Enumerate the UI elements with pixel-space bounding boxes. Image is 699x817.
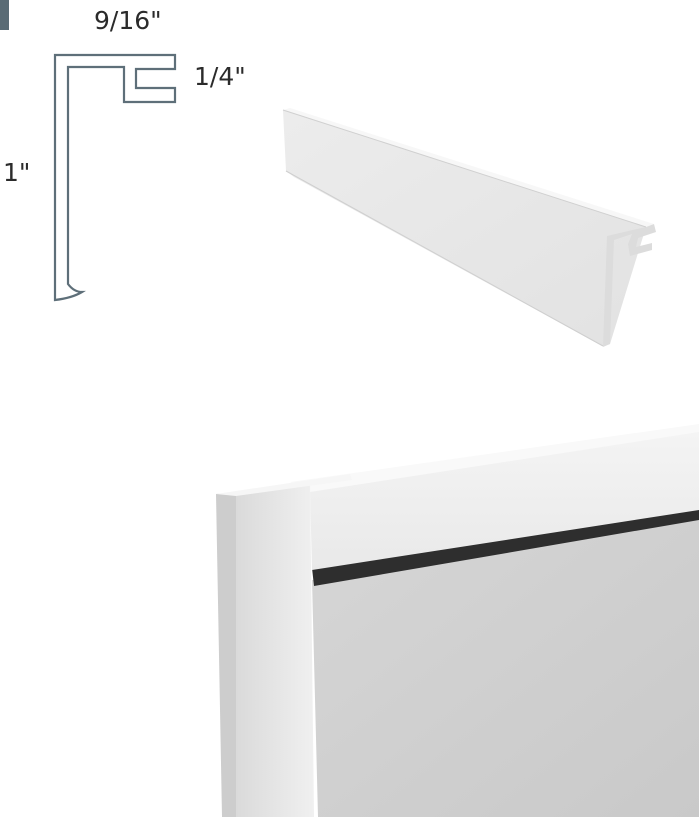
trim-front-face (283, 110, 646, 346)
trim-top-surface (283, 108, 654, 227)
left-stile (236, 482, 314, 817)
width-dimension-label: 9/16" (94, 6, 162, 35)
lip-dimension-label: 1/4" (194, 62, 246, 91)
center-panel (312, 512, 699, 817)
trim-end-cap (603, 224, 656, 347)
profile-outline (53, 53, 177, 302)
left-stile-top (216, 474, 352, 496)
accent-tab (0, 0, 9, 30)
top-rail (310, 430, 699, 570)
left-stile-side (216, 492, 236, 817)
top-rail-edge (290, 424, 699, 492)
height-dimension-label: 1" (3, 158, 31, 187)
rail-shadow-line (312, 508, 699, 586)
